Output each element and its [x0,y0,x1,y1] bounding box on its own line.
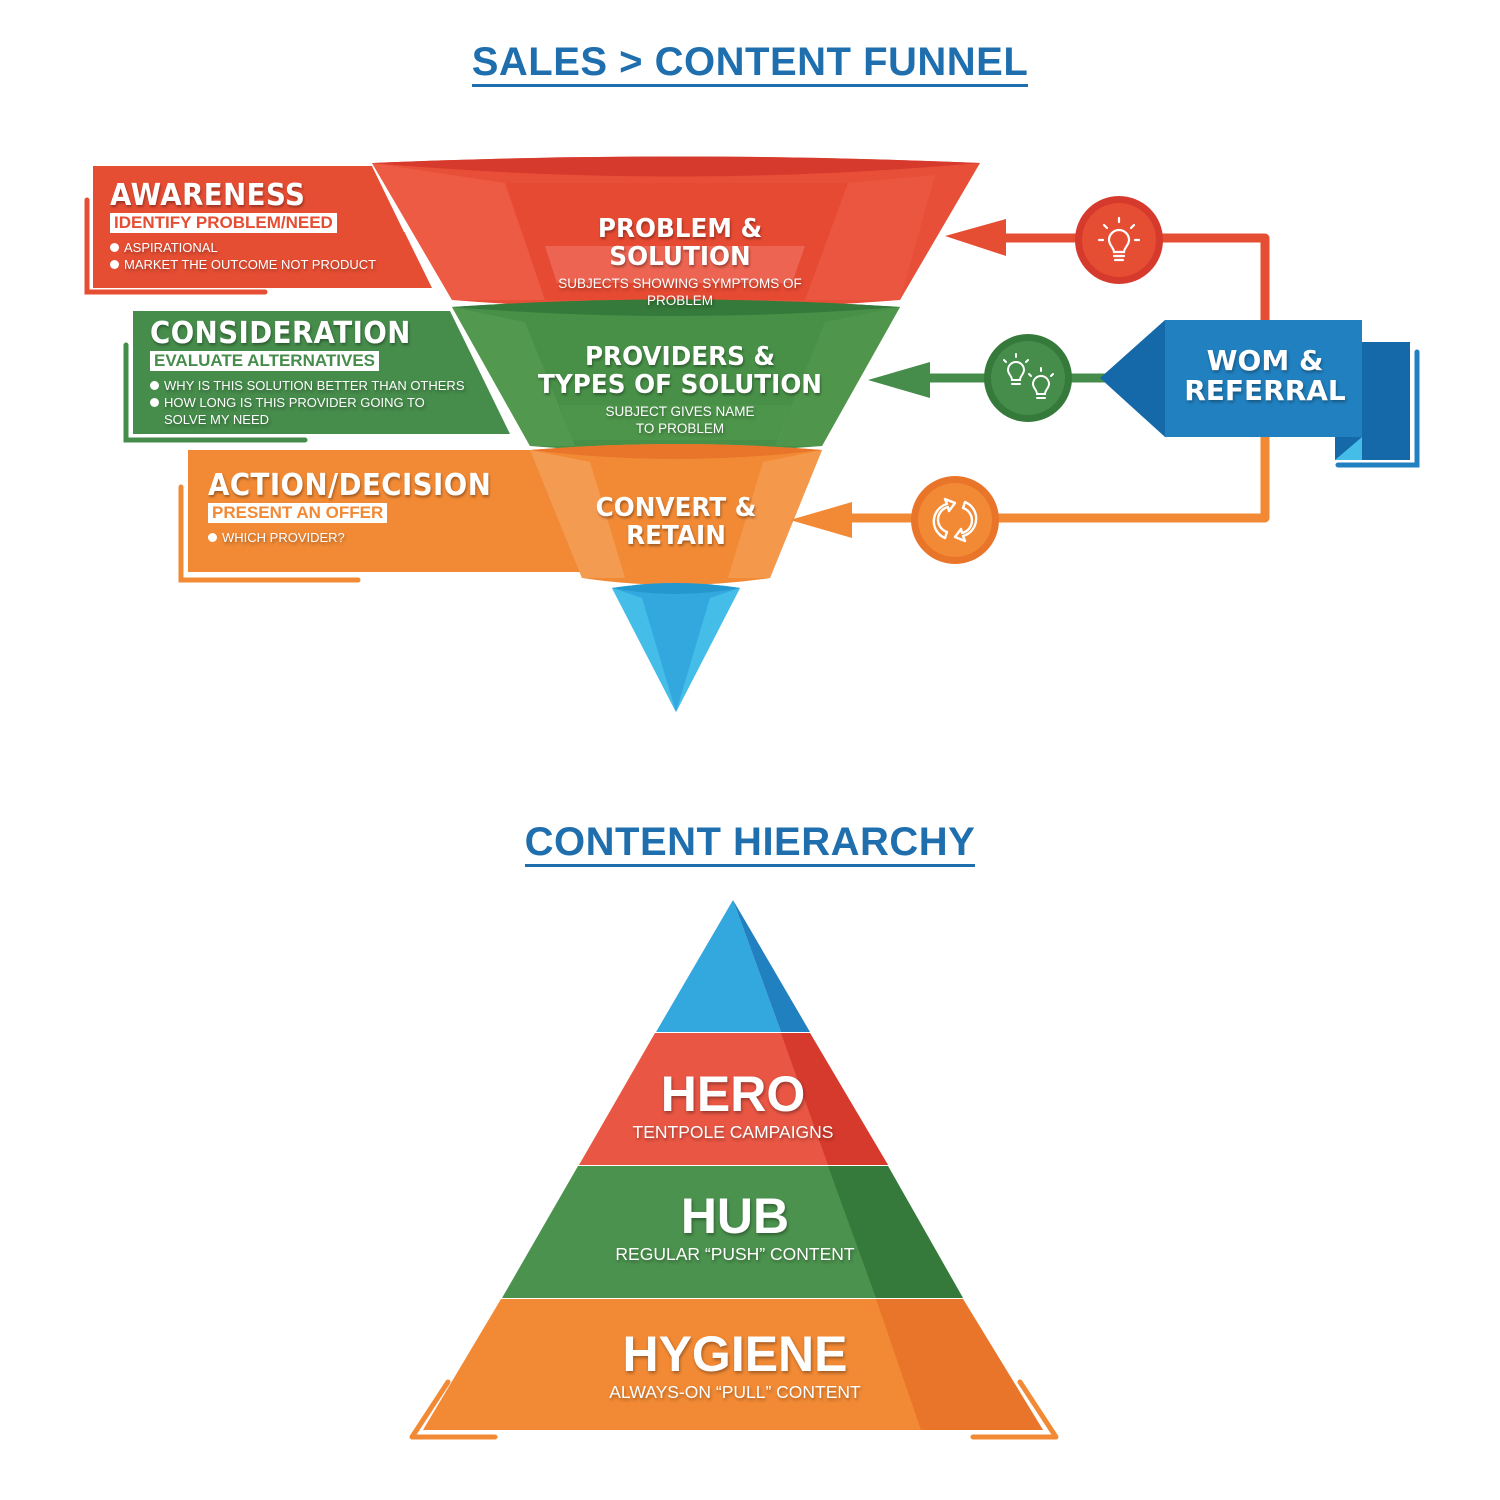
funnel-red-desc-band [545,246,805,283]
funnel-red-left-facet [372,163,545,300]
funnel-level-description: SUBJECT GIVES NAME TO PROBLEM [605,404,755,436]
bullet-item: MARKET THE OUTCOME NOT PRODUCT [110,256,376,273]
ribbon-fold [1335,437,1362,460]
funnel-level-2 [452,299,900,452]
funnel-level-title: PROVIDERS & TYPES OF SOLUTION [538,342,822,400]
bullet-item: WHY IS THIS SOLUTION BETTER THAN OTHERS [150,377,480,394]
refresh-cycle-icon [911,476,999,564]
stage-title: AWARENESS [110,178,306,213]
hierarchy-title-text: CONTENT HIERARCHY [524,820,976,867]
funnel-red-rim [372,156,980,177]
funnel-level-3-text: CONVERT & RETAIN [576,494,776,550]
funnel-orange-right-facet [728,450,822,578]
consideration-bracket [123,342,308,443]
funnel-green-rim [452,299,900,316]
pyramid-left-bracket [409,1379,498,1440]
bullet-item: ASPIRATIONAL [110,239,376,256]
pyramid-level-subtitle: TENTPOLE CAMPAIGNS [632,1122,834,1142]
pyramid-hub-shade [828,1166,963,1298]
pyramid-hygiene-shade [876,1299,1043,1430]
funnel-orange-rim [530,444,822,459]
bullet-item: WHICH PROVIDER? [208,529,516,546]
funnel-level-title: CONVERT & RETAIN [595,493,757,551]
awareness-divider [372,166,408,232]
funnel-red-right-facet [805,175,935,300]
stage-subtitle: IDENTIFY PROBLEM/NEED [110,213,337,233]
bullet-item: HOW LONG IS THIS PROVIDER GOING TO SOLVE… [150,394,454,428]
funnel-orange-left-facet [530,450,625,578]
stage-bullets: ASPIRATIONAL MARKET THE OUTCOME NOT PROD… [110,239,376,273]
stage-bullets: WHY IS THIS SOLUTION BETTER THAN OTHERS … [150,377,480,428]
stage-subtitle: PRESENT AN OFFER [208,503,388,523]
pyramid-level-hygiene: HYGIENE ALWAYS-ON “PULL” CONTENT [535,1326,935,1403]
action-bracket [178,484,361,583]
orange-connector-line [850,435,1270,523]
pyramid-level-title: HERO [660,1066,806,1122]
pyramid-right-bracket [970,1379,1059,1440]
funnel-level-1 [372,156,980,309]
funnel-level-description: SUBJECTS SHOWING SYMPTOMS OF PROBLEM [558,276,802,308]
stage-panel-consideration [123,311,510,443]
consideration-panel-bg [133,311,510,434]
ribbon-front [1165,320,1362,437]
wom-referral-ribbon [1100,320,1420,468]
action-panel-bg [188,450,590,572]
lightbulb-icon [1075,196,1163,284]
stage-title: CONSIDERATION [150,316,411,351]
pyramid-apex [656,900,781,1032]
pyramid-level-subtitle: ALWAYS-ON “PULL” CONTENT [609,1382,861,1402]
pyramid-level-subtitle: REGULAR “PUSH” CONTENT [615,1244,855,1264]
awareness-bracket [84,197,268,295]
funnel-tip [612,583,740,712]
wom-referral-text: WOM & REFERRAL [1184,344,1346,407]
stage-action: ACTION/DECISION PRESENT AN OFFER WHICH P… [208,468,516,546]
pyramid-hero-shade [781,1033,888,1165]
funnel-tip-rim [612,583,740,594]
pyramid-level-title: HYGIENE [622,1326,848,1382]
funnel-level-2-text: PROVIDERS & TYPES OF SOLUTION SUBJECT GI… [520,343,840,437]
referral-connector-orange [790,435,1270,538]
stage-panel-action [178,450,590,583]
wom-referral-label: WOM & REFERRAL [1165,346,1365,406]
pyramid-level-title: HUB [680,1188,790,1244]
ribbon-bracket [1335,349,1420,468]
pyramid-apex-shade [733,900,810,1032]
funnel-green-right-facet [775,307,900,446]
funnel-green-left-facet [452,307,575,446]
funnel-section-title: SALES > CONTENT FUNNEL [0,40,1500,87]
stage-title: ACTION/DECISION [208,468,492,503]
funnel-title-text: SALES > CONTENT FUNNEL [471,40,1029,87]
pyramid-level-hero: HERO TENTPOLE CAMPAIGNS [583,1066,883,1143]
ribbon-point [1100,320,1165,437]
pyramid [409,900,1059,1440]
hierarchy-section-title: CONTENT HIERARCHY [0,820,1500,867]
funnel-level-title: PROBLEM & SOLUTION [597,214,763,272]
green-arrow-head [868,362,930,398]
stage-bullets: WHICH PROVIDER? [208,529,516,546]
two-lightbulbs-icon [984,334,1072,422]
red-arrow-head [945,219,1006,256]
funnel-tip-right-facet [676,588,740,712]
orange-arrow-head [790,502,852,538]
pyramid-level-hub: HUB REGULAR “PUSH” CONTENT [535,1188,935,1265]
stage-consideration: CONSIDERATION EVALUATE ALTERNATIVES WHY … [150,316,480,428]
funnel-green-desc-band [560,405,790,440]
funnel-level-3 [530,444,822,585]
stage-subtitle: EVALUATE ALTERNATIVES [150,351,379,371]
funnel-level-1-text: PROBLEM & SOLUTION SUBJECTS SHOWING SYMP… [520,215,840,309]
funnel-tip-left-facet [612,588,676,712]
stage-awareness: AWARENESS IDENTIFY PROBLEM/NEED ASPIRATI… [110,178,376,273]
